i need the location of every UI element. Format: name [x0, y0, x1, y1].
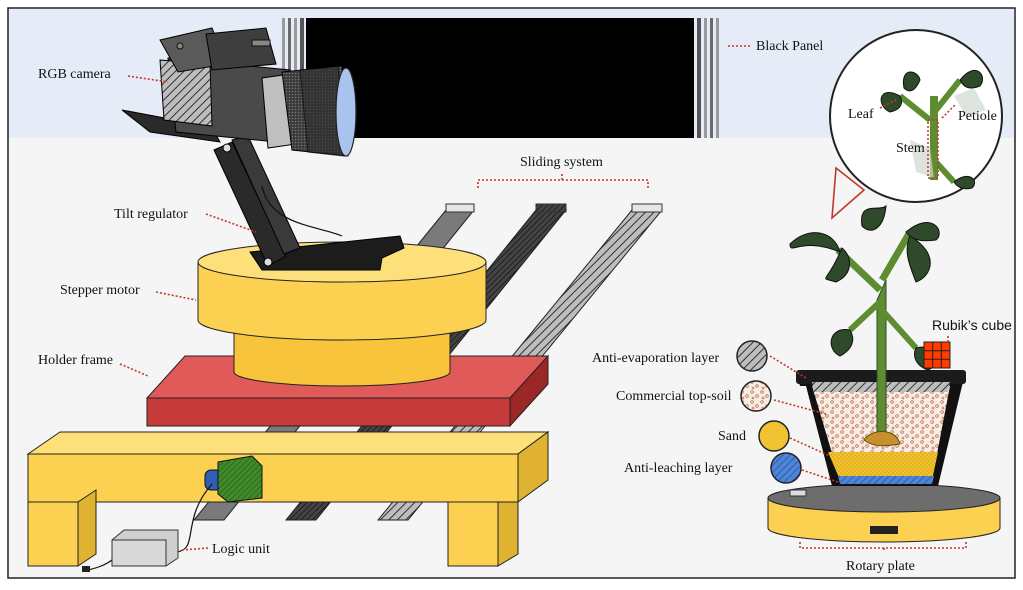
rgb-camera [121, 27, 357, 157]
drive-unit [204, 455, 263, 503]
label-rgb-camera: RGB camera [38, 67, 111, 82]
label-anti-leaching-layer: Anti-leaching layer [624, 461, 733, 476]
swatch-sand [758, 420, 790, 452]
layer-swatches [736, 340, 802, 484]
swatch-commercial-top-soil [740, 380, 772, 412]
label-commercial-top-soil: Commercial top-soil [616, 389, 732, 404]
tilt-regulator [213, 135, 405, 271]
rotary-plate [767, 483, 1001, 543]
label-tilt-regulator: Tilt regulator [114, 207, 188, 222]
label-petiole: Petiole [958, 109, 997, 124]
label-anti-evaporation-layer: Anti-evaporation layer [592, 351, 719, 366]
stepper-motor [197, 241, 487, 387]
label-stepper-motor: Stepper motor [60, 283, 140, 298]
leaf-magnifier [829, 29, 1003, 220]
label-black-panel: Black Panel [756, 39, 823, 54]
label-leaf: Leaf [848, 107, 874, 122]
leader-lines [119, 45, 967, 552]
rubiks-cube [923, 341, 951, 369]
logic-unit-box [82, 483, 213, 572]
label-sand: Sand [718, 429, 746, 444]
label-stem: Stem [896, 141, 925, 156]
label-sliding-system: Sliding system [520, 155, 603, 170]
base-frame [26, 431, 550, 567]
label-logic-unit: Logic unit [212, 542, 270, 557]
label-rotary-plate: Rotary plate [846, 559, 915, 574]
label-holder-frame: Holder frame [38, 353, 113, 368]
swatch-anti-evaporation [736, 340, 768, 372]
swatch-anti-leaching [770, 452, 802, 484]
plant [789, 204, 940, 447]
black-panel [282, 18, 719, 138]
label-rubiks-cube: Rubik’s cube [932, 317, 1012, 333]
